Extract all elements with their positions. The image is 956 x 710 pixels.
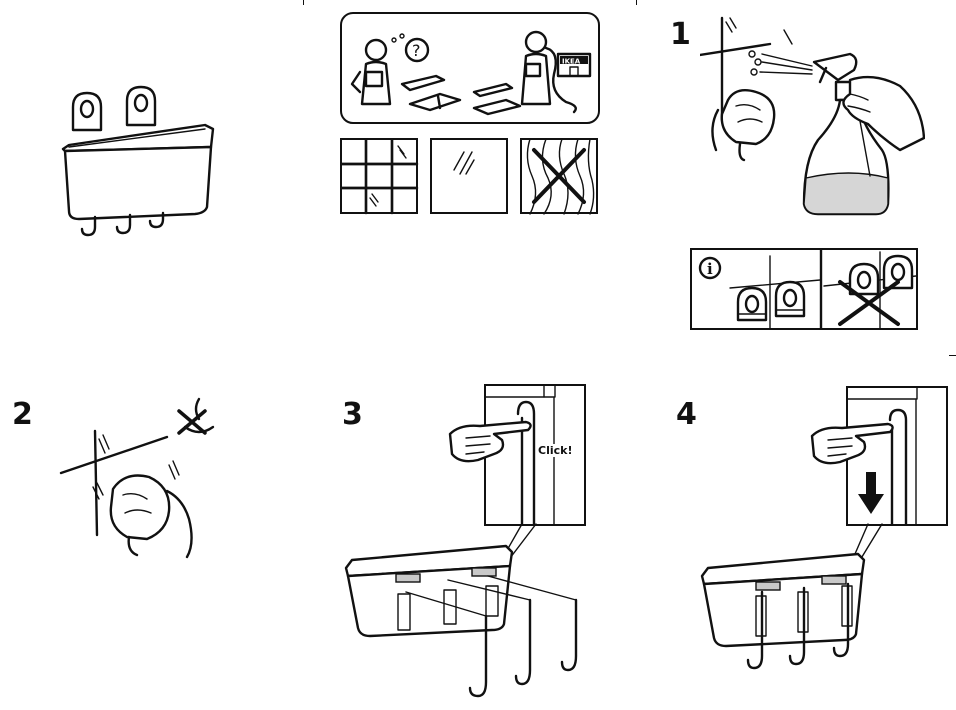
tile-joint-horizontal — [59, 435, 169, 475]
step-2-dry-illustration — [55, 395, 225, 565]
tile-joint-horizontal — [700, 42, 772, 57]
step-4-number: 4 — [676, 397, 697, 432]
click-label: Click! — [538, 444, 573, 457]
tile-joint-vertical — [93, 429, 99, 537]
wood-surface-prohibited-icon — [520, 138, 598, 215]
suction-cup-info-box: i — [690, 248, 918, 330]
person-calling-store-icon — [520, 30, 577, 114]
step-3-number: 3 — [342, 397, 363, 432]
shower-basket-illustration — [61, 85, 215, 237]
surface-tiles — [340, 138, 420, 216]
step-3-hand — [446, 406, 536, 466]
surface-glass — [430, 138, 510, 216]
assembly-help-box: ? IKEA — [340, 12, 600, 124]
product-overview — [55, 85, 220, 240]
cross-mark-icon — [838, 280, 900, 326]
confused-person-icon: ? — [350, 33, 430, 106]
page-tick-right — [949, 355, 956, 356]
step-4-hand — [808, 408, 898, 468]
tile-surface-icon — [340, 138, 419, 215]
page-tick-top-2 — [636, 0, 637, 5]
surface-wood-not-allowed — [520, 138, 600, 216]
step-1-number: 1 — [670, 17, 691, 52]
info-icon: i — [707, 260, 713, 278]
step-1-clean-illustration — [700, 10, 925, 222]
step-3-assembly — [340, 520, 590, 705]
step-4-detail-inset — [846, 386, 948, 526]
step-4-assembly — [698, 520, 888, 680]
page-tick-top-1 — [303, 0, 304, 5]
step-2-number: 2 — [12, 397, 33, 432]
store-sign: IKEA — [562, 58, 581, 66]
arrow-down-icon — [858, 472, 884, 514]
no-water-icon — [177, 397, 215, 435]
svg-text:?: ? — [412, 41, 421, 60]
glass-surface-icon — [430, 138, 508, 214]
